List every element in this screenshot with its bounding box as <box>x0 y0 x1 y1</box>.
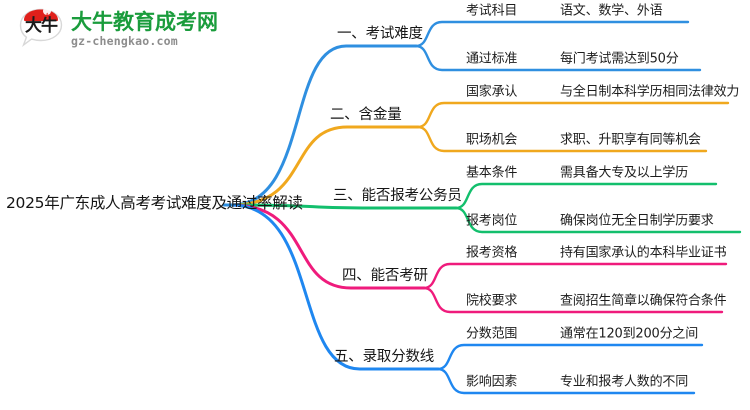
speech-bubble-icon <box>19 8 63 47</box>
sub-branch-key: 国家承认 <box>466 84 518 100</box>
sub-branch-value: 求职、升职享有同等机会 <box>560 132 701 148</box>
sub-branch-value: 查阅招生简章以确保符合条件 <box>560 293 727 309</box>
logo-mark: 大牛 <box>18 8 64 52</box>
sub-branch-key: 职场机会 <box>466 132 518 148</box>
sub-branch-key: 基本条件 <box>466 165 518 181</box>
branch-label-2: 二、含金量 <box>330 106 402 123</box>
sub-branch-key: 分数范围 <box>466 326 518 342</box>
sub-branch-value: 持有国家承认的本科毕业证书 <box>560 245 727 261</box>
site-logo[interactable]: 大牛 大牛教育成考网 gz-chengkao.com <box>18 6 248 54</box>
sub-branch-value: 需具备大专及以上学历 <box>560 165 689 181</box>
sub-branch-value: 语文、数学、外语 <box>560 3 663 19</box>
sub-branch-value: 每门考试需达到50分 <box>560 51 679 67</box>
logo-wordmark: 大牛教育成考网 gz-chengkao.com <box>71 11 218 49</box>
branch-label-1: 一、考试难度 <box>337 25 423 42</box>
sub-branch-key: 院校要求 <box>466 293 518 309</box>
sub-branch-key: 通过标准 <box>466 51 518 67</box>
branch-label-4: 四、能否考研 <box>342 267 428 284</box>
sub-branch-value: 与全日制本科学历相同法律效力 <box>560 84 740 100</box>
sub-branch-key: 报考岗位 <box>466 213 518 229</box>
sub-branch-value: 通常在120到200分之间 <box>560 326 699 342</box>
sub-branch-value: 确保岗位无全日制学历要求 <box>560 213 714 229</box>
branch-label-5: 五、录取分数线 <box>334 348 435 365</box>
sub-branch-key: 影响因素 <box>466 374 518 390</box>
logo-name-cn: 大牛教育成考网 <box>71 10 218 35</box>
logo-name-en: gz-chengkao.com <box>71 34 178 49</box>
sub-branch-key: 考试科目 <box>466 3 518 19</box>
root-title: 2025年广东成人高考考试难度及通过率解读 <box>6 194 303 212</box>
sub-branch-key: 报考资格 <box>466 245 518 261</box>
sub-branch-value: 专业和报考人数的不同 <box>560 374 689 390</box>
branch-label-3: 三、能否报考公务员 <box>333 187 462 204</box>
logo-mark-text: 大牛 <box>25 16 58 36</box>
